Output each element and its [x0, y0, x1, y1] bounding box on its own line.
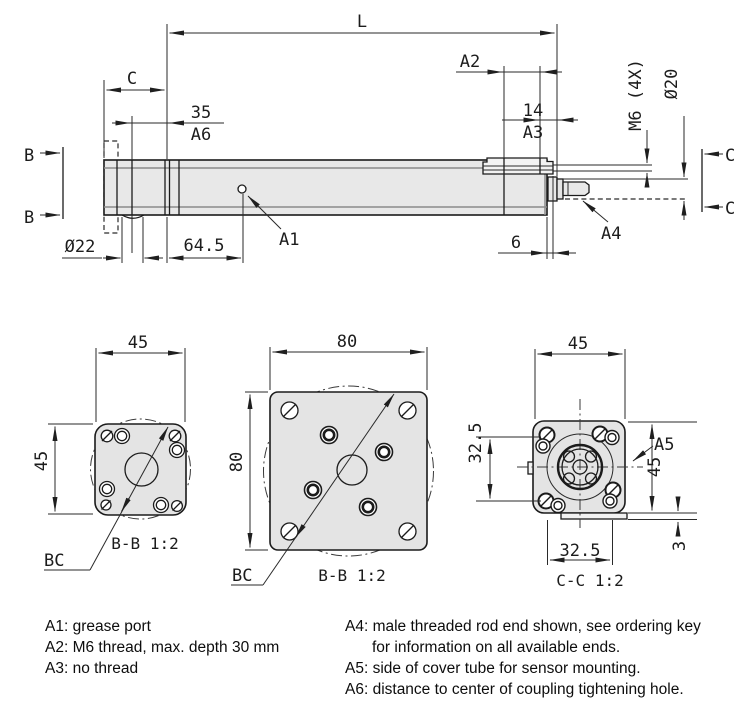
- dim-cc-spacing-v-label: 32.5: [466, 423, 486, 464]
- dim-bb80-height-label: 80: [227, 452, 247, 472]
- section-C-label-bottom: C: [725, 199, 735, 219]
- section-C-label-top: C: [725, 146, 735, 166]
- ref-A1-label: A1: [279, 230, 299, 250]
- dim-cc-width-label: 45: [568, 334, 588, 354]
- dim-C-label: C: [127, 69, 137, 89]
- dim-cc-width: 45: [534, 334, 626, 419]
- dim-cc-height: 45: [628, 421, 697, 514]
- section-marker-B: B B: [24, 146, 64, 228]
- sensor-rail: [482, 157, 554, 215]
- cylinder-body: [103, 116, 548, 253]
- dim-dia22-label: Ø22: [65, 237, 96, 257]
- ref-A2-label: A2: [460, 52, 480, 72]
- dim-cc-spacing-h: 32.5: [547, 520, 613, 565]
- dim-bb80-height: 80: [227, 391, 268, 551]
- section-marker-C: C C: [701, 146, 735, 219]
- grease-port-hole: [237, 184, 247, 194]
- dim-64-5-label: 64.5: [184, 236, 225, 256]
- dim-cc-spacing-v: 32.5: [466, 423, 541, 502]
- dim-bb80-width-label: 80: [337, 332, 357, 352]
- dim-6-label: 6: [511, 233, 521, 253]
- dim-dia20: Ø20: [662, 69, 687, 220]
- ref-A4-label: A4: [601, 224, 621, 244]
- cover-tube: [103, 159, 548, 216]
- note-a4-line2: for information on all available ends.: [372, 639, 621, 656]
- rod-end-face: [546, 433, 614, 501]
- coupling-hole-arc: [121, 214, 145, 219]
- section-cc-title: C-C 1:2: [556, 571, 623, 590]
- leader-A1: A1: [247, 195, 299, 250]
- section-B-label-top: B: [24, 146, 34, 166]
- note-a4-line1: A4: male threaded rod end shown, see ord…: [345, 618, 701, 635]
- dim-35-label: 35: [191, 103, 211, 123]
- section-bb45-title: B-B 1:2: [111, 534, 178, 553]
- rod-end: [547, 164, 688, 202]
- bc-label: BC: [232, 566, 252, 586]
- bolt-circle: [263, 385, 434, 557]
- side-tab: [527, 461, 534, 475]
- ref-A6-label: A6: [191, 125, 211, 145]
- dim-14-label: 14: [523, 101, 543, 121]
- dim-cc-height-label: 45: [645, 457, 665, 477]
- end-plate-45: [94, 423, 187, 516]
- slotted-screws: [100, 429, 184, 513]
- threaded-stud: [562, 181, 590, 197]
- leader-A4: A4: [582, 200, 621, 244]
- ref-A3-label: A3: [523, 123, 543, 143]
- dim-L-label: L: [357, 12, 367, 32]
- end-plate-80: [269, 391, 428, 551]
- leader-A5: A5: [632, 435, 674, 462]
- sensor-rail-edge: [560, 512, 628, 520]
- rod-collar: [556, 178, 564, 200]
- note-a2: A2: M6 thread, max. depth 30 mm: [45, 639, 280, 656]
- dim-bb80-width: 80: [269, 332, 428, 390]
- dim-dia22: Ø22: [62, 217, 163, 263]
- center-bore: [124, 452, 159, 487]
- note-a6: A6: distance to center of coupling tight…: [345, 681, 684, 698]
- section-bb-80: BC 80 80 B-B 1:2: [227, 332, 434, 586]
- dim-6: 6: [498, 176, 576, 259]
- dim-bb45-height: 45: [32, 423, 93, 515]
- corner-screws: [280, 401, 417, 541]
- dim-C: C: [103, 69, 165, 158]
- section-cc: 45 32.5 45 3: [466, 334, 697, 590]
- dim-bb45-width-label: 45: [128, 333, 148, 353]
- section-B-label-bottom: B: [24, 208, 34, 228]
- dim-cc-rail-offset: 3: [628, 496, 697, 551]
- dim-L: L: [166, 12, 558, 176]
- dim-14-A3: 14 A3: [502, 101, 578, 143]
- notes-right: A4: male threaded rod end shown, see ord…: [345, 616, 701, 700]
- corner-screw-clusters: [535, 425, 622, 514]
- dim-35-A6: 35 A6: [112, 103, 224, 145]
- bc-label: BC: [44, 551, 64, 571]
- dim-cc-spacing-h-label: 32.5: [560, 541, 601, 561]
- dim-A2: A2: [456, 52, 562, 158]
- note-a1: A1: grease port: [45, 618, 151, 635]
- mounting-holes: [98, 427, 186, 514]
- side-view: L C 35 A6 A2: [24, 12, 735, 263]
- notes-left: A1: grease port A2: M6 thread, max. dept…: [45, 616, 279, 679]
- dim-cc-rail-offset-label: 3: [670, 541, 690, 551]
- ref-A5-label: A5: [654, 435, 674, 455]
- note-a5: A5: side of cover tube for sensor mounti…: [345, 660, 641, 677]
- socket-screws: [303, 425, 394, 517]
- bolt-circle: [90, 418, 191, 520]
- section-bb-45: BC 45 45 B-B 1:2: [32, 333, 191, 571]
- bolt-circle-leader: BC: [44, 426, 169, 571]
- dim-64-5: 64.5: [166, 194, 244, 263]
- dim-dia20-label: Ø20: [662, 69, 682, 100]
- bolt-circle-leader: BC: [231, 393, 395, 586]
- dim-M6-label: M6 (4X): [626, 59, 646, 131]
- dim-M6-4x: M6 (4X): [626, 59, 650, 188]
- section-bb80-title: B-B 1:2: [318, 566, 385, 585]
- dim-bb45-width: 45: [95, 333, 186, 422]
- dim-bb45-height-label: 45: [32, 451, 52, 471]
- note-a3: A3: no thread: [45, 660, 139, 677]
